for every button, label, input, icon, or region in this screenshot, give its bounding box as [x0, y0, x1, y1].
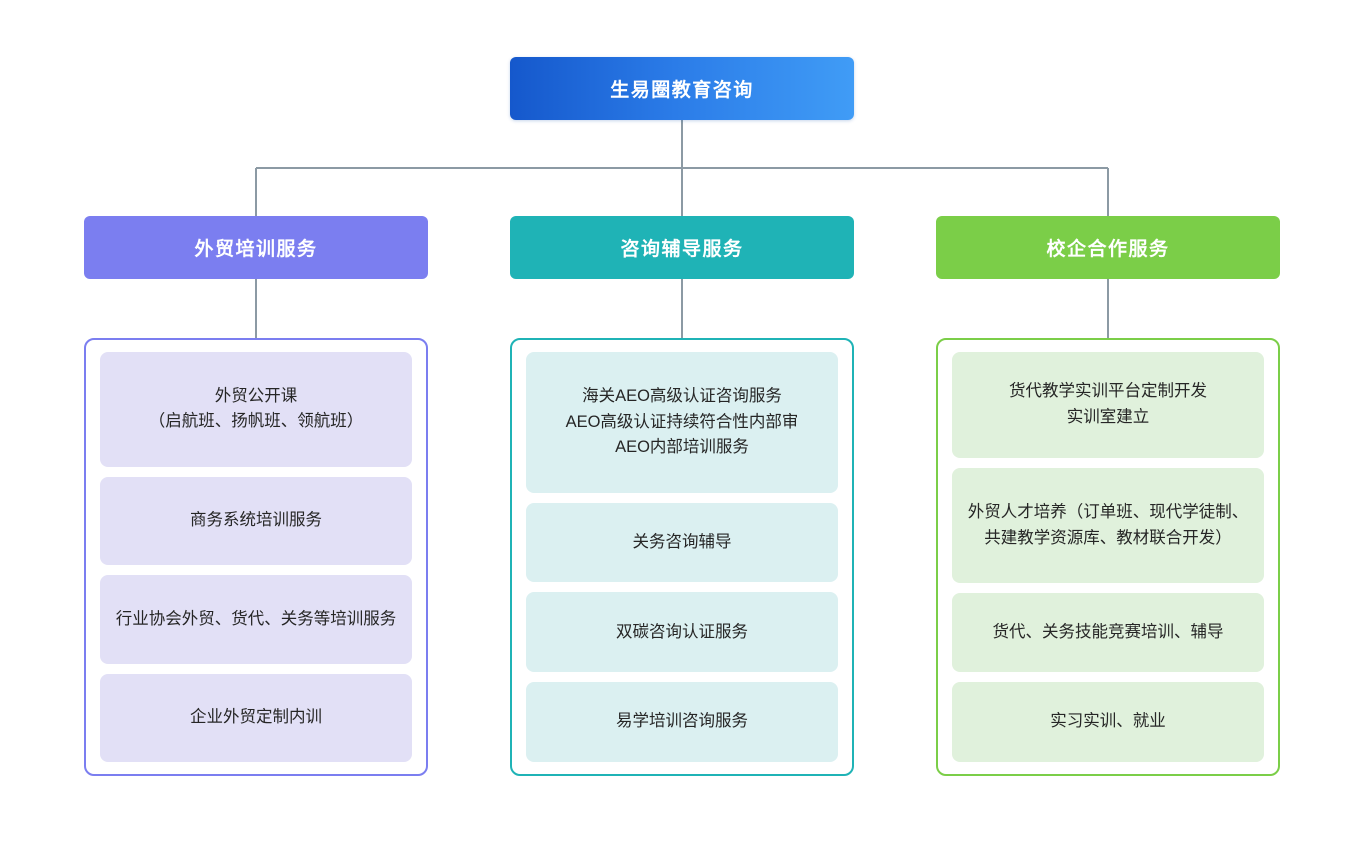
branch-header-校企合作服务[interactable]: 校企合作服务 — [936, 216, 1280, 279]
branch-item-label: 关务咨询辅导 — [632, 532, 732, 551]
branch-header-label: 外贸培训服务 — [194, 239, 318, 260]
branch-header-label: 校企合作服务 — [1046, 239, 1170, 260]
branch-header-咨询辅导服务[interactable]: 咨询辅导服务 — [510, 216, 854, 279]
branch-item-container-1: 外贸公开课 （启航班、扬帆班、领航班） 商务系统培训服务 行业协会外贸、货代、关… — [84, 338, 428, 776]
branch-item-label: 行业协会外贸、货代、关务等培训服务 — [115, 609, 397, 628]
branch-item-label: 货代、关务技能竞赛培训、辅导 — [992, 622, 1224, 641]
branch-item-label: 实习实训、就业 — [1050, 712, 1166, 731]
branch-item-label: 易学培训咨询服务 — [616, 712, 748, 731]
branch-item[interactable]: 货代教学实训平台定制开发 实训室建立 — [952, 352, 1264, 458]
branch-item-container-2: 海关AEO高级认证咨询服务 AEO高级认证持续符合性内部审 AEO内部培训服务 … — [510, 338, 854, 776]
branch-item-label: 外贸公开课 （启航班、扬帆班、领航班） — [148, 386, 364, 431]
branch-item[interactable]: 易学培训咨询服务 — [526, 682, 838, 762]
branch-item-label: 外贸人才培养（订单班、现代学徒制、共建教学资源库、教材联合开发） — [967, 503, 1249, 547]
branch-item[interactable]: 双碳咨询认证服务 — [526, 592, 838, 673]
branch-item-container-3: 货代教学实训平台定制开发 实训室建立 外贸人才培养（订单班、现代学徒制、共建教学… — [936, 338, 1280, 776]
branch-item[interactable]: 外贸人才培养（订单班、现代学徒制、共建教学资源库、教材联合开发） — [952, 467, 1264, 584]
branch-item[interactable]: 商务系统培训服务 — [100, 476, 412, 566]
branch-item[interactable]: 企业外贸定制内训 — [100, 673, 412, 762]
branch-item-label: 货代教学实训平台定制开发 实训室建立 — [1009, 382, 1207, 426]
branch-header-外贸培训服务[interactable]: 外贸培训服务 — [84, 216, 428, 279]
branch-item-label: 双碳咨询认证服务 — [616, 622, 748, 641]
root-node-label: 生易圈教育咨询 — [610, 80, 754, 101]
root-node[interactable]: 生易圈教育咨询 — [510, 57, 854, 120]
branch-item-label: 海关AEO高级认证咨询服务 AEO高级认证持续符合性内部审 AEO内部培训服务 — [565, 386, 799, 457]
branch-item[interactable]: 关务咨询辅导 — [526, 502, 838, 583]
branch-item[interactable]: 货代、关务技能竞赛培训、辅导 — [952, 593, 1264, 672]
branch-item[interactable]: 行业协会外贸、货代、关务等培训服务 — [100, 575, 412, 664]
branch-item[interactable]: 海关AEO高级认证咨询服务 AEO高级认证持续符合性内部审 AEO内部培训服务 — [526, 352, 838, 493]
branch-item[interactable]: 实习实训、就业 — [952, 681, 1264, 762]
branch-item-label: 企业外贸定制内训 — [190, 708, 322, 727]
branch-header-label: 咨询辅导服务 — [620, 239, 744, 260]
branch-item-label: 商务系统培训服务 — [190, 511, 322, 530]
branch-item[interactable]: 外贸公开课 （启航班、扬帆班、领航班） — [100, 352, 412, 467]
